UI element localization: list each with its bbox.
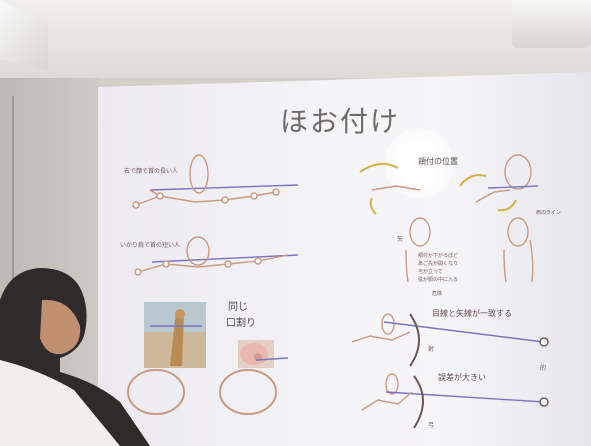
label-cheek-position: 頬付の位置: [418, 157, 458, 166]
curved-arrow-lower: [497, 199, 517, 212]
circle-right: [219, 369, 277, 415]
giraffe-photo: [144, 302, 206, 368]
note-line-2: あご先が開くなり: [418, 261, 459, 267]
bow-2: [413, 375, 424, 429]
error-diagram: [361, 373, 549, 429]
projector: [512, 0, 591, 48]
label-short-neck: いかり肩で首の短い人: [120, 242, 181, 249]
eye-line-2: [385, 391, 545, 403]
ceiling: [0, 0, 591, 78]
arm-line-2: [361, 391, 413, 411]
whiteboard-frame: [12, 96, 110, 426]
label-long-neck: 右で顔で首の長い人: [124, 168, 179, 175]
short-neck-axis-line: [151, 254, 299, 263]
label-target: 的: [540, 365, 547, 372]
label-same: 同じ: [228, 302, 248, 313]
long-neck-head: [189, 154, 209, 194]
ceiling-beam: [0, 30, 591, 36]
long-neck-shoulder-line: [135, 191, 277, 206]
label-mouth-split: 口割り: [226, 318, 256, 329]
front-head-right: [507, 217, 529, 247]
cheek-head-right: [504, 154, 532, 190]
cheek-axis-right: [487, 185, 539, 189]
circle-left: [127, 369, 185, 415]
long-neck-axis-line: [149, 184, 299, 191]
cheek-position-figures: [359, 154, 539, 283]
label-large-error: 誤差が大きい: [438, 373, 486, 382]
arm-line-1: [351, 331, 411, 343]
mouth-split-circles: [127, 369, 277, 415]
short-neck-joints: [134, 257, 262, 276]
cheek-arm-right: [475, 189, 511, 203]
eye-line-diagram: [351, 313, 549, 367]
label-eye-arrow-match: 目線と矢線が一致する: [432, 309, 512, 318]
front-body-right-2: [529, 239, 534, 283]
projection-screen: [98, 72, 591, 446]
short-neck-figure: [134, 236, 299, 276]
curved-arrow-right: [459, 174, 487, 187]
bow-1: [409, 313, 420, 367]
short-neck-shoulder-line: [137, 254, 289, 273]
slide-title: ほお付け: [279, 105, 400, 138]
eye-line-1: [383, 321, 545, 343]
front-body-right: [503, 249, 507, 283]
note-line-4: 弦が顔の中に入る: [418, 277, 459, 283]
label-shoulder-line: 肩のライン: [536, 210, 562, 216]
note-line-3: 弓が立って: [418, 269, 443, 275]
short-neck-head: [186, 236, 210, 266]
label-bow-upper: 射: [428, 346, 435, 353]
note-line-1: 頬付が下がるほど: [418, 253, 459, 259]
note-danger: 危険: [432, 291, 443, 297]
label-side-mark: 矢: [397, 236, 404, 243]
curved-arrow-down: [369, 197, 377, 215]
eye-head-1: [381, 313, 395, 335]
front-body-left: [405, 249, 409, 283]
front-head-left: [409, 217, 431, 247]
cheek-arm-left: [371, 185, 421, 191]
curved-arrow-up: [359, 162, 399, 173]
long-neck-figure: [132, 154, 299, 209]
pig-photo: [238, 340, 289, 368]
label-bow-lower: 弓: [428, 422, 435, 429]
target-1: [539, 337, 549, 347]
target-2: [539, 397, 549, 407]
long-neck-joints: [132, 188, 280, 209]
presenter: [0, 268, 150, 446]
eye-head-2: [385, 373, 399, 395]
